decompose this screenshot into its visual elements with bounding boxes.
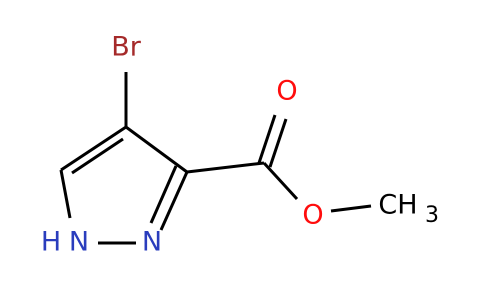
bond-c-oester: [262, 161, 299, 201]
atom-label-methyl: CH: [378, 190, 417, 221]
atom-labels: Br H N N O O CH 3: [41, 32, 439, 258]
atom-label-n1: N: [69, 227, 89, 258]
atom-label-n2: N: [142, 227, 162, 258]
bond-c4-c5-inner: [71, 137, 124, 175]
atom-label-methyl-subscript: 3: [425, 203, 439, 228]
atom-label-br: Br: [111, 32, 142, 63]
bonds: [59, 72, 372, 245]
bond-c3-c4: [125, 125, 188, 174]
atom-label-n1-h: H: [41, 227, 61, 258]
bond-oester-ch3: [330, 204, 372, 213]
bond-n2-c3: [159, 171, 189, 231]
bond-c-o-double-b: [268, 118, 288, 168]
atom-label-o-ester: O: [302, 200, 323, 231]
atom-label-o-carbonyl: O: [276, 76, 297, 107]
bond-c4-c5: [60, 125, 127, 172]
bond-c-o-double-a: [257, 114, 277, 164]
bond-c5-n1: [59, 169, 72, 219]
bond-c3-ccarbonyl: [186, 161, 265, 174]
bond-n2-c3-inner: [149, 165, 178, 224]
